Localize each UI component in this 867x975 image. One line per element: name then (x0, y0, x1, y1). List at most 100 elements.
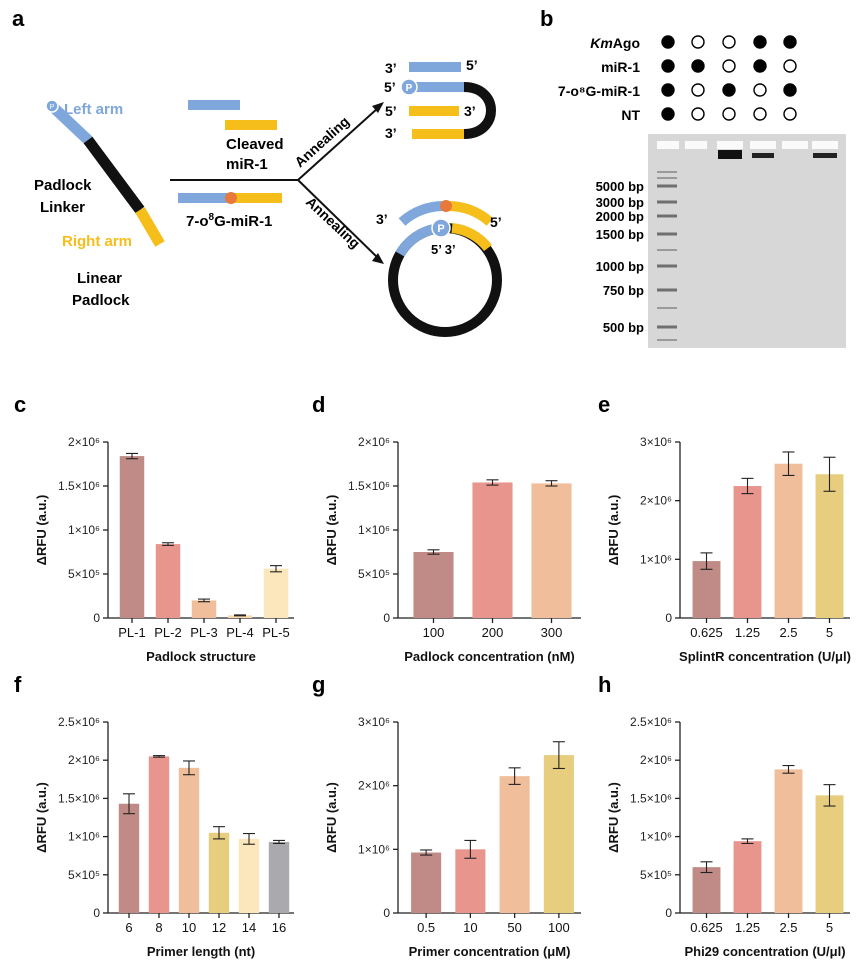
x-tick-label: 0.5 (417, 920, 435, 935)
bar-100 (413, 552, 454, 618)
bar-1.25 (733, 486, 762, 618)
y-tick-label: 1×10⁶ (358, 842, 390, 856)
annealing-arrow-top (297, 107, 379, 181)
gel-dot-empty (691, 107, 705, 121)
y-tick-label: 2×10⁶ (640, 753, 672, 767)
gel-image (648, 134, 846, 348)
gel-dot-empty (783, 107, 797, 121)
bar-10 (455, 849, 486, 913)
y-tick-label: 2×10⁶ (358, 779, 390, 793)
product-bottom-phosphate (431, 218, 451, 238)
gel-ladder-band (657, 339, 677, 341)
bar-2.5 (774, 463, 803, 618)
bar-50 (499, 776, 530, 913)
gel-well (782, 141, 808, 149)
gel-dot-filled (691, 59, 705, 73)
x-axis-label: Padlock concentration (nM) (404, 649, 574, 664)
y-tick-label: 0 (665, 906, 672, 920)
gel-ladder-band (657, 264, 677, 268)
y-tick-label: 1.5×10⁶ (58, 791, 100, 805)
x-tick-label: 200 (482, 625, 504, 640)
right-arm-strand (135, 207, 165, 247)
x-tick-label: 10 (463, 920, 477, 935)
gel-dot-filled (753, 59, 767, 73)
y-tick-label: 5×10⁵ (640, 868, 672, 882)
gel-dot-filled (661, 35, 675, 49)
gel-well (685, 141, 707, 149)
product-top-end-3c: 3’ (385, 125, 397, 141)
mir-strand-blue (178, 193, 228, 203)
y-tick-label: 0 (93, 906, 100, 920)
y-tick-label: 1×10⁶ (640, 552, 672, 566)
y-tick-label: 5×10⁵ (68, 868, 100, 882)
y-tick-label: 0 (665, 611, 672, 625)
gel-dot-empty (783, 59, 797, 73)
y-tick-label: 1×10⁶ (68, 523, 100, 537)
mir-strand-yellow (228, 193, 282, 203)
bar-0.625 (692, 561, 721, 618)
gel-ladder-band (657, 200, 677, 204)
gel-band-lane-3 (752, 153, 774, 158)
gel-row-label: 7-o⁸G-miR-1 (558, 83, 640, 99)
gel-well (750, 141, 776, 149)
y-axis-label: ΔRFU (a.u.) (34, 782, 49, 853)
y-tick-label: 1×10⁶ (640, 830, 672, 844)
product-bottom-phosphate-label: P (437, 223, 444, 235)
bar-10 (178, 767, 200, 913)
gel-ladder-label: 1000 bp (596, 259, 644, 274)
x-tick-label: PL-4 (226, 625, 253, 640)
x-axis-label: Primer length (nt) (147, 944, 255, 959)
y-tick-label: 2×10⁶ (640, 494, 672, 508)
x-tick-label: 5 (826, 920, 833, 935)
right-arm-label: Right arm (62, 233, 132, 250)
panel-label-c: c (14, 392, 27, 417)
y-axis-label: ΔRFU (a.u.) (324, 782, 339, 853)
gel-dot-empty (753, 107, 767, 121)
y-tick-label: 2×10⁶ (68, 753, 100, 767)
gel-ladder-label: 1500 bp (596, 227, 644, 242)
x-axis-label: SplintR concentration (U/μl) (679, 649, 851, 664)
x-tick-label: 1.25 (735, 625, 760, 640)
x-axis-label: Padlock structure (146, 649, 256, 664)
bar-5 (815, 474, 844, 618)
x-tick-label: 0.625 (690, 920, 723, 935)
product-top-end-5a: 5’ (466, 57, 478, 73)
gel-ladder-label: 2000 bp (596, 209, 644, 224)
gel-ladder-band (657, 325, 677, 329)
bar-PL-5 (263, 568, 289, 618)
x-axis-label: Phi29 concentration (U/μl) (684, 944, 845, 959)
product-top-phosphate-label: P (406, 83, 413, 94)
x-tick-label: 16 (272, 920, 286, 935)
gel-dot-empty (722, 59, 736, 73)
bar-5 (815, 795, 844, 913)
product-top-phosphate (400, 78, 418, 96)
x-tick-label: 12 (212, 920, 226, 935)
panel-label-g: g (312, 672, 326, 697)
bar-100 (543, 755, 574, 913)
modified-mir-label: 7-o8G-miR-1 (186, 212, 272, 230)
panel-label-d: d (312, 392, 326, 417)
y-axis-label: ΔRFU (a.u.) (606, 495, 621, 566)
bar-PL-1 (119, 456, 145, 618)
bar-6 (118, 803, 140, 913)
o8g-modification (225, 192, 237, 204)
gel-ladder-band (657, 171, 677, 173)
bar-PL-3 (191, 600, 217, 618)
y-tick-label: 1×10⁶ (68, 830, 100, 844)
product-top-blue-fragment (409, 62, 461, 72)
product-top-end-3b: 3’ (464, 103, 476, 119)
cleaved-fragment-yellow (225, 120, 277, 130)
gel-ladder-label: 750 bp (603, 283, 644, 298)
y-axis-label: ΔRFU (a.u.) (324, 495, 339, 566)
gel-band-lane-5 (813, 153, 837, 158)
y-tick-label: 5×10⁵ (358, 567, 390, 581)
padlock-linker-label-1: Padlock (34, 177, 92, 194)
bar-300 (531, 483, 572, 618)
product-top-end-5c: 5’ (385, 103, 397, 119)
gel-well (657, 141, 679, 149)
gel-dot-empty (722, 35, 736, 49)
